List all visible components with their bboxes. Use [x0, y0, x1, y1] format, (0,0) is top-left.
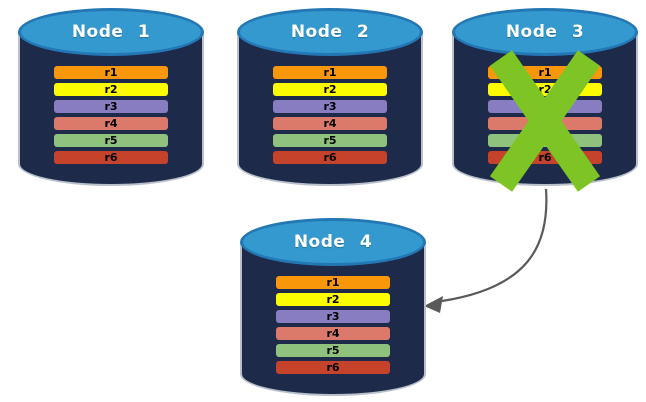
record-list: r1 r2 r3 r4 r5 r6 [54, 66, 168, 168]
record-bar-r2: r2 [276, 293, 390, 306]
record-bar-r6: r6 [276, 361, 390, 374]
record-label: r4 [104, 117, 118, 130]
record-label: r3 [104, 100, 118, 113]
record-bar-r5: r5 [273, 134, 387, 147]
record-label: r5 [326, 344, 340, 357]
failover-arrowhead-icon [424, 296, 443, 313]
cylinder-top: Node 4 [240, 218, 426, 266]
record-label: r2 [323, 83, 337, 96]
record-bar-r1: r1 [273, 66, 387, 79]
node-title: Node 2 [290, 22, 370, 42]
cylinder-top: Node 3 [452, 8, 638, 56]
record-label: r1 [323, 66, 337, 79]
record-bar-r4: r4 [273, 117, 387, 130]
record-bar-r3: r3 [276, 310, 390, 323]
database-node-4: Node 4 r1 r2 r3 r4 r5 r6 [240, 218, 426, 396]
record-label: r4 [326, 327, 340, 340]
record-bar-r1: r1 [54, 66, 168, 79]
record-label: r6 [538, 151, 552, 164]
record-bar-r3: r3 [54, 100, 168, 113]
database-node-3: Node 3 r1 r2 r3 r4 r5 r6 [452, 8, 638, 192]
record-bar-r5: r5 [54, 134, 168, 147]
record-label: r6 [326, 361, 340, 374]
failure-x-icon [489, 50, 601, 192]
node-title: Node 1 [71, 22, 151, 42]
record-label: r5 [323, 134, 337, 147]
record-bar-r6: r6 [54, 151, 168, 164]
record-bar-r1: r1 [276, 276, 390, 289]
record-label: r1 [326, 276, 340, 289]
cylinder-top: Node 1 [18, 8, 204, 56]
record-label: r3 [326, 310, 340, 323]
record-label: r4 [323, 117, 337, 130]
record-bar-r4: r4 [276, 327, 390, 340]
record-bar-r3: r3 [273, 100, 387, 113]
record-bar-r2: r2 [273, 83, 387, 96]
node-title: Node 4 [293, 232, 373, 252]
record-bar-r5: r5 [276, 344, 390, 357]
record-label: r6 [323, 151, 337, 164]
record-bar-r4: r4 [54, 117, 168, 130]
record-list: r1 r2 r3 r4 r5 r6 [273, 66, 387, 168]
node-title: Node 3 [505, 22, 585, 42]
record-bar-r2: r2 [54, 83, 168, 96]
database-node-1: Node 1 r1 r2 r3 r4 r5 r6 [18, 8, 204, 186]
record-label: r2 [326, 293, 340, 306]
record-bar-r6: r6 [273, 151, 387, 164]
record-label: r5 [104, 134, 118, 147]
database-node-2: Node 2 r1 r2 r3 r4 r5 r6 [237, 8, 423, 186]
record-label: r6 [104, 151, 118, 164]
cylinder-top: Node 2 [237, 8, 423, 56]
record-label: r1 [104, 66, 118, 79]
failover-arrow-line [441, 188, 548, 303]
record-label: r2 [104, 83, 118, 96]
record-label: r2 [538, 83, 552, 96]
record-label: r1 [538, 66, 552, 79]
record-list: r1 r2 r3 r4 r5 r6 [276, 276, 390, 378]
record-label: r3 [323, 100, 337, 113]
